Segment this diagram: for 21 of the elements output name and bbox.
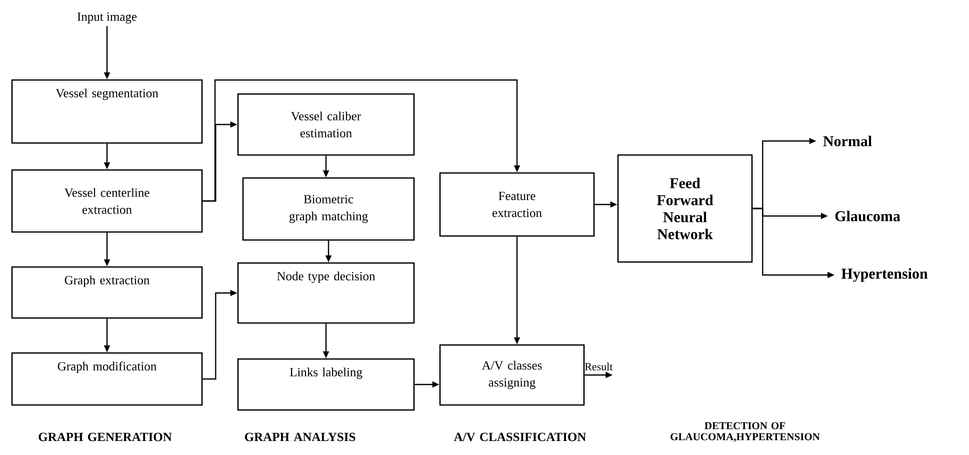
process-box: A/V classes assigning xyxy=(439,344,585,406)
process-box: Biometric graph matching xyxy=(242,177,415,241)
input-label: Input image xyxy=(77,12,137,24)
process-box: Vessel caliber estimation xyxy=(237,93,415,156)
section-label: GRAPH GENERATION xyxy=(38,432,172,442)
process-box: Graph extraction xyxy=(11,266,203,319)
process-box: Graph modification xyxy=(11,352,203,406)
output-label: Glaucoma xyxy=(835,210,900,222)
arrow xyxy=(202,79,520,202)
process-box: Vessel segmentation xyxy=(11,79,203,144)
section-label: GRAPH ANALYSIS xyxy=(244,432,356,442)
section-label: DETECTION OF GLAUCOMA,HYPERTENSION xyxy=(670,422,820,442)
output-label: Normal xyxy=(823,136,872,146)
process-box: Links labeling xyxy=(237,358,415,411)
output-label: Hypertension xyxy=(841,268,928,282)
process-box: Vessel centerline extraction xyxy=(11,169,203,233)
process-box: Feature extraction xyxy=(439,172,595,237)
process-box: Node type decision xyxy=(237,262,415,324)
section-label: A/V CLASSIFICATION xyxy=(454,432,586,442)
edge-label: Result xyxy=(584,362,613,370)
process-box: Feed Forward Neural Network xyxy=(617,154,753,263)
